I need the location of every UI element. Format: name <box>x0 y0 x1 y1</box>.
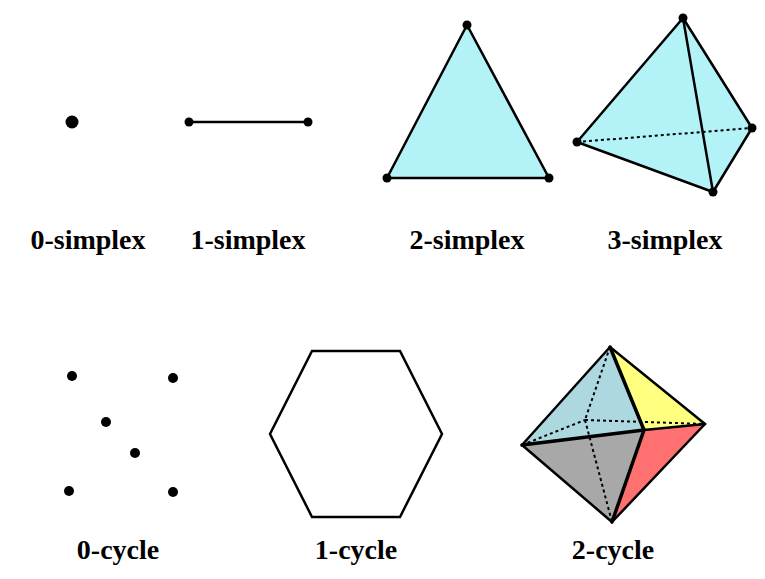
caption-label: 0-simplex <box>30 223 145 257</box>
vertex-dot <box>130 448 140 458</box>
tetrahedron-face <box>577 18 752 192</box>
tetrahedron-edges <box>577 18 752 192</box>
edge-line <box>612 424 705 522</box>
edge-line <box>522 445 612 522</box>
edge-line <box>577 142 713 192</box>
edge-simplex <box>185 118 313 127</box>
edge-line <box>683 18 752 128</box>
hexagon-cycle <box>270 351 442 517</box>
edge-line <box>577 18 683 142</box>
vertex-dot <box>168 373 178 383</box>
tetrahedron-simplex <box>573 14 757 197</box>
hidden-edge <box>577 128 752 142</box>
edge-line <box>644 424 705 430</box>
vertex-dot <box>66 116 79 129</box>
vertex-dot <box>573 138 582 147</box>
vertex-dot <box>185 118 194 127</box>
hidden-edge <box>585 347 610 420</box>
octahedron-cycle <box>522 347 705 522</box>
caption-label: 1-cycle <box>315 533 397 567</box>
caption-label: 3-simplex <box>607 223 722 257</box>
caption-label: 2-simplex <box>409 223 524 257</box>
vertex-dot <box>101 417 111 427</box>
triangle-face <box>387 25 549 178</box>
edge-line <box>189 121 308 124</box>
edge-line <box>612 430 644 522</box>
yellow-face <box>610 347 705 430</box>
octahedron-edges <box>522 347 705 522</box>
point-cycle <box>64 371 178 497</box>
edge-line <box>522 347 610 445</box>
caption-label: 1-simplex <box>190 223 305 257</box>
vertex-dot <box>67 371 77 381</box>
vertex-dot <box>709 188 718 197</box>
hidden-edges <box>522 347 705 522</box>
vertex-dot <box>463 21 472 30</box>
hidden-edge <box>585 420 705 424</box>
edge-line <box>713 128 752 192</box>
edge-line <box>610 347 705 424</box>
vertex-dot <box>383 174 392 183</box>
triangle-simplex <box>383 21 554 183</box>
edge-line <box>522 430 644 445</box>
cyan-face <box>522 347 610 445</box>
vertex-dot <box>545 174 554 183</box>
caption-label: 2-cycle <box>572 533 654 567</box>
caption-label: 0-cycle <box>77 533 159 567</box>
vertex-dot <box>304 118 313 127</box>
vertex-dot <box>748 124 757 133</box>
vertex-dot <box>679 14 688 23</box>
vertex-dot <box>168 487 178 497</box>
vertex-dot <box>64 486 74 496</box>
